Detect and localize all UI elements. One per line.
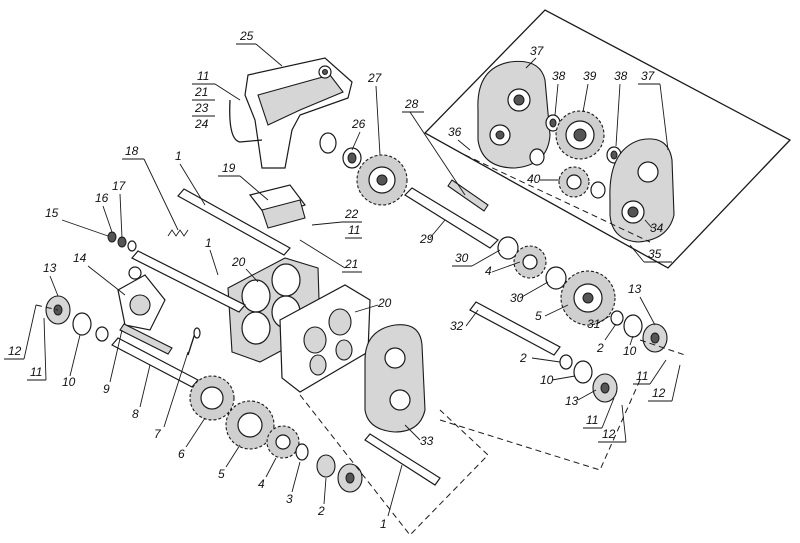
label-13-left: 13 (43, 261, 57, 275)
label-39: 39 (583, 69, 597, 83)
label-11-right-b: 11 (586, 413, 598, 427)
label-7: 7 (154, 427, 162, 441)
label-21-top: 21 (194, 85, 208, 99)
label-36: 36 (448, 125, 462, 139)
label-13-right-a: 13 (628, 282, 642, 296)
inset-frame (423, 9, 792, 269)
inset-gear-39 (555, 110, 605, 160)
top-cover (229, 57, 353, 169)
label-2-right-b: 2 (519, 351, 527, 365)
label-6: 6 (178, 447, 185, 461)
spring-18 (167, 229, 189, 237)
label-14: 14 (73, 251, 87, 265)
label-26: 26 (351, 117, 366, 131)
right-upper-caps (610, 310, 668, 353)
label-32: 32 (450, 319, 464, 333)
label-11-left: 11 (30, 365, 42, 379)
label-30-a: 30 (455, 251, 469, 265)
label-11-mid: 11 (348, 223, 360, 237)
left-upper-shaft (177, 188, 291, 256)
label-2-right-a: 2 (596, 341, 604, 355)
labels: 25 11 21 23 24 27 26 28 18 1 19 17 16 15… (4, 29, 681, 531)
label-16: 16 (95, 191, 109, 205)
label-25: 25 (239, 29, 254, 43)
label-12-right-a: 12 (652, 386, 666, 400)
shaft-8 (111, 323, 199, 388)
label-38-left: 38 (552, 69, 566, 83)
lower-shaft-1 (364, 433, 441, 486)
label-23: 23 (194, 101, 209, 115)
left-upper-washers (107, 231, 137, 252)
label-18: 18 (125, 144, 139, 158)
label-4-right: 4 (485, 264, 492, 278)
label-24: 24 (194, 117, 209, 131)
lower-bearings (295, 443, 363, 493)
label-1-c: 1 (380, 517, 387, 531)
label-22: 22 (344, 207, 359, 221)
label-33: 33 (420, 434, 434, 448)
gear-5-lower (225, 400, 275, 450)
label-10-right-b: 10 (540, 373, 554, 387)
gear-6 (189, 375, 235, 421)
label-21-mid: 21 (344, 257, 358, 271)
label-27: 27 (367, 71, 383, 85)
assembly-lines (35, 304, 686, 536)
left-caps (45, 295, 109, 342)
label-28: 28 (404, 97, 419, 111)
label-30-b: 30 (510, 291, 524, 305)
upper-right-shaft (404, 179, 499, 249)
label-10-left: 10 (62, 375, 76, 389)
label-37-left: 37 (530, 44, 545, 58)
label-19: 19 (222, 161, 236, 175)
label-9: 9 (103, 382, 110, 396)
right-shaft-gears (497, 236, 616, 326)
label-10-right-a: 10 (623, 344, 637, 358)
bracket-19 (248, 184, 306, 229)
side-cover-33 (364, 324, 426, 433)
label-38-right: 38 (614, 69, 628, 83)
support-14 (117, 266, 166, 331)
gear-4-lower (266, 425, 300, 459)
shaft-32 (469, 301, 561, 356)
label-20-b: 20 (377, 296, 392, 310)
inset-axis-line (464, 154, 651, 243)
label-29: 29 (419, 232, 434, 246)
label-11-right-a: 11 (636, 369, 648, 383)
label-20-a: 20 (231, 255, 246, 269)
bearing-26 (319, 132, 362, 169)
label-12-right-b: 12 (602, 427, 616, 441)
label-35: 35 (648, 247, 662, 261)
gearbox-side-plate (279, 284, 371, 393)
pin-7 (187, 327, 201, 356)
label-5-right: 5 (535, 309, 542, 323)
inset-gear-40 (558, 166, 590, 198)
label-37-right: 37 (641, 69, 656, 83)
label-8: 8 (132, 407, 139, 421)
label-13-right-b: 13 (565, 394, 579, 408)
left-middle-shaft (131, 250, 246, 313)
inset-right-cover (609, 138, 675, 243)
label-31: 31 (587, 317, 600, 331)
label-3: 3 (286, 492, 293, 506)
label-15: 15 (45, 206, 59, 220)
label-4-lower: 4 (258, 477, 265, 491)
gear-27 (356, 154, 408, 206)
label-12-left: 12 (8, 344, 22, 358)
label-1-a: 1 (175, 149, 182, 163)
label-17: 17 (112, 179, 127, 193)
label-1-b: 1 (205, 236, 212, 250)
inset-left-cover (477, 60, 551, 169)
label-2-lower: 2 (317, 504, 325, 518)
label-5-lower: 5 (218, 467, 225, 481)
label-34: 34 (650, 221, 664, 235)
label-11-top: 11 (197, 69, 209, 83)
label-40: 40 (527, 172, 541, 186)
right-lower-caps (559, 354, 618, 403)
